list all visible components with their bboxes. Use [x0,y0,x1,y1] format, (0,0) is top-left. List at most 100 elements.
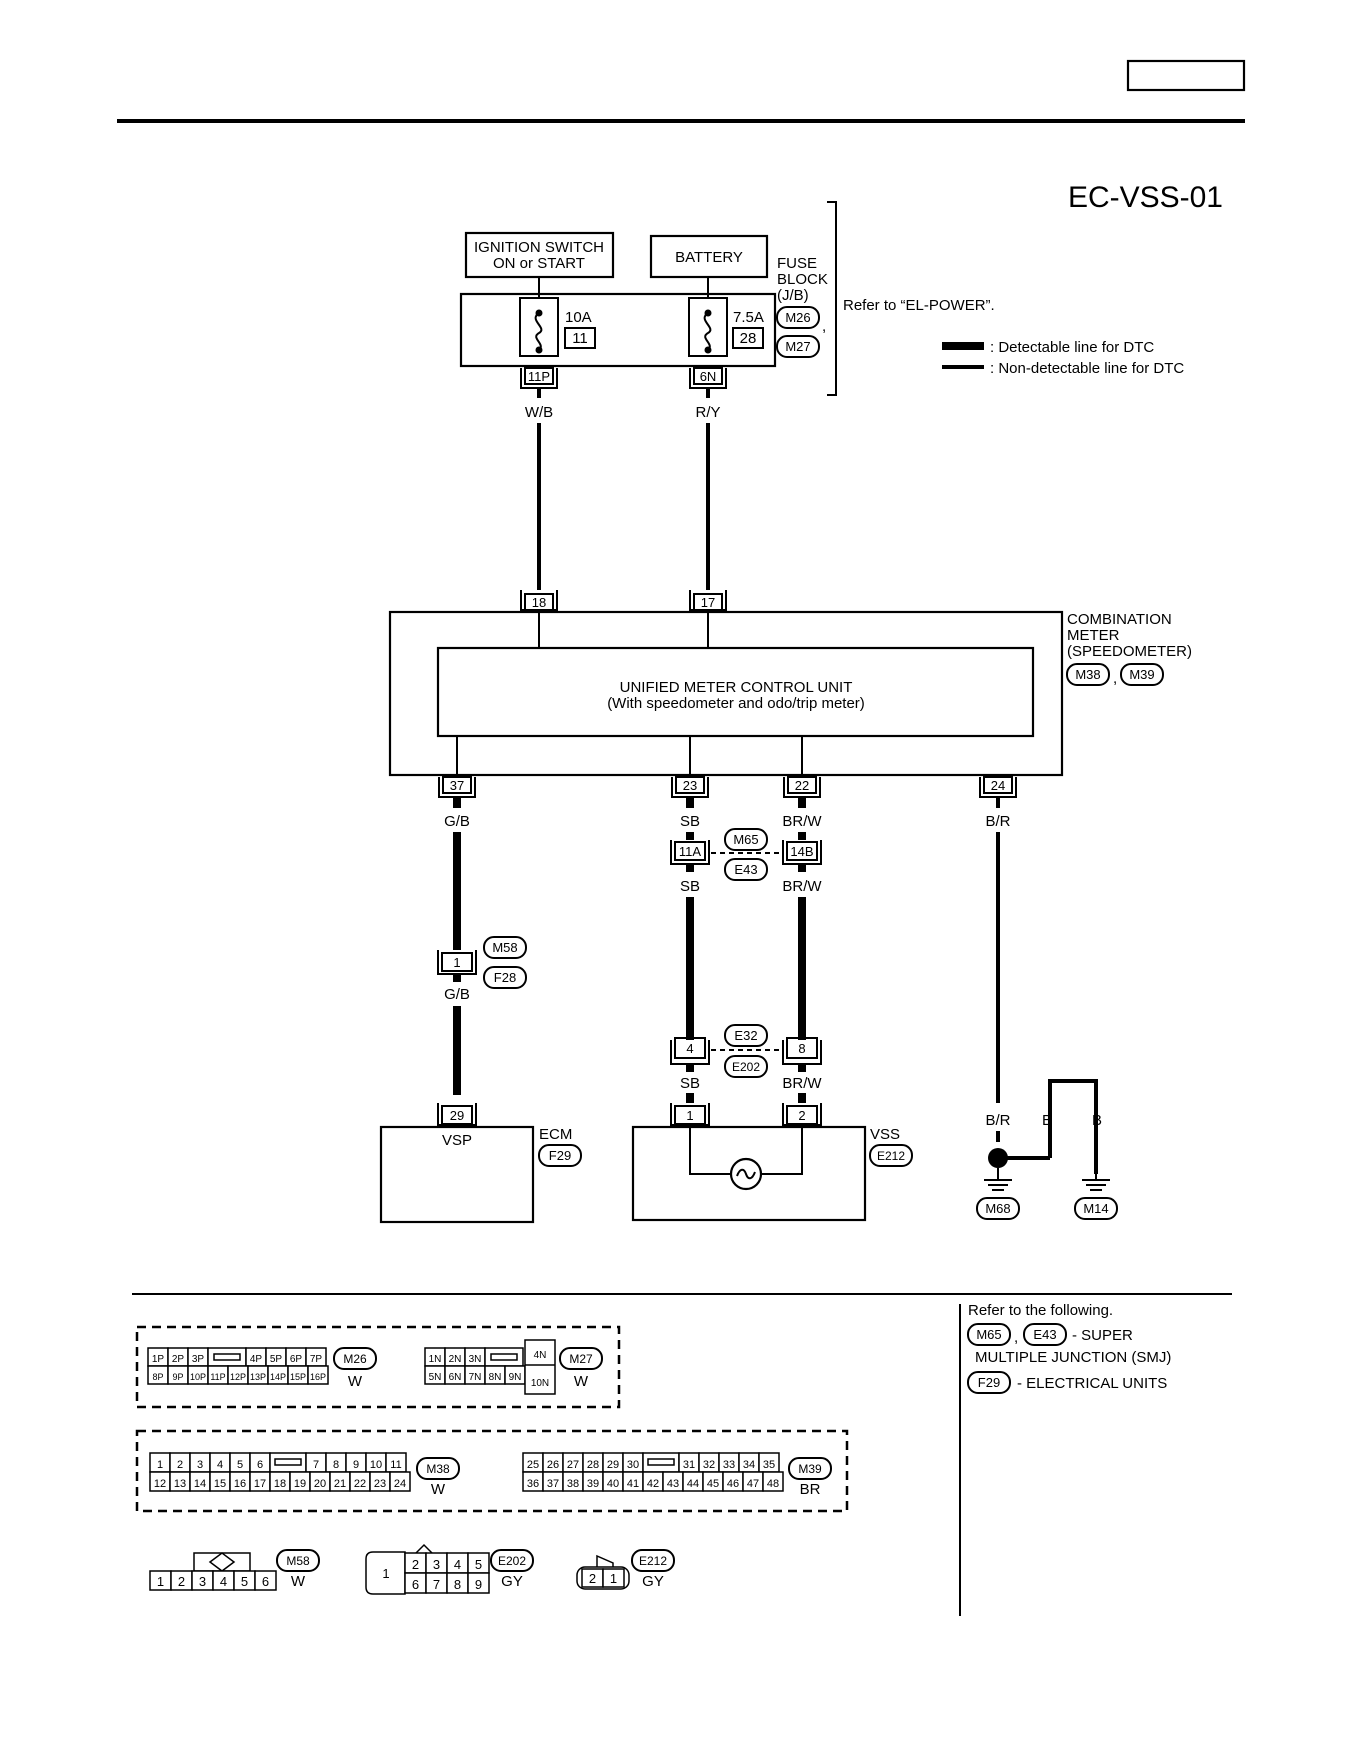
unit-line2: (With speedometer and odo/trip meter) [607,695,865,712]
pin-label: 18 [274,1478,286,1490]
fuse-block-label-2: BLOCK [777,271,828,288]
pin-label: 10 [370,1459,382,1471]
wire-br-label-2: B/R [985,1112,1010,1129]
connector-m38-color: W [431,1481,446,1498]
pin-label: 2N [449,1354,462,1365]
fuse-10a [519,297,559,357]
pin-label: 16 [234,1478,246,1490]
junction-4: 4 [686,1041,693,1056]
ecm-box [379,1125,535,1224]
pin-label: 44 [687,1478,699,1490]
pin-label: 1 [382,1566,389,1581]
refer-e43: E43 [1033,1327,1056,1342]
pin-label: 9 [475,1577,482,1592]
pin-label: 8P [152,1372,163,1382]
connector-group-meter [135,1429,849,1513]
battery-box [649,234,769,279]
pin-label: 6N [449,1372,462,1383]
fuse-10a-no: 11 [572,330,588,347]
svg-text:,: , [1113,670,1117,687]
wire-sb-label-1: SB [680,813,700,830]
pin-label: 5P [270,1354,283,1365]
connector-m26-color: W [348,1373,363,1390]
meter-label-2: METER [1067,627,1120,644]
pin-label: 1N [429,1354,442,1365]
connector-m39-color: BR [800,1481,821,1498]
terminal-11p: 11P [528,369,550,384]
wire-brw-label-1: BR/W [782,813,822,830]
connector-e202-color: GY [501,1573,523,1590]
terminal-23: 23 [683,778,697,793]
connector-e212-label: E212 [877,1149,905,1163]
pin-label: 3 [197,1459,203,1471]
pin-label: 3 [199,1574,206,1589]
ground-point-m68 [988,1148,1008,1168]
pin-label: 47 [747,1478,759,1490]
connector-m39: M39 [1129,667,1154,682]
pin-label: 12P [230,1372,246,1382]
pin-label: 27 [567,1459,579,1471]
pin-label: 39 [587,1478,599,1490]
connector-m27-color: W [574,1373,589,1390]
battery-label: BATTERY [675,249,743,266]
pin-label: 4P [250,1354,263,1365]
pin-label: 8N [489,1372,502,1383]
pin-label: 43 [667,1478,679,1490]
legend-non-detectable: : Non-detectable line for DTC [990,360,1184,377]
connector-m58-color: W [291,1573,306,1590]
meter-label-1: COMBINATION [1067,611,1172,628]
terminal-6n: 6N [700,369,717,384]
terminal-22: 22 [795,778,809,793]
refer-line1: Refer to the following. [968,1302,1113,1319]
pin-label: 5N [429,1372,442,1383]
pin-label: 32 [703,1459,715,1471]
pin-label: 38 [567,1478,579,1490]
connector-e212-name: E212 [639,1554,667,1568]
pin-label: 7 [433,1577,440,1592]
connector-e43: E43 [734,862,757,877]
pin-label: 2P [172,1354,185,1365]
legend-detectable: : Detectable line for DTC [990,339,1154,356]
pin-label: 7N [469,1372,482,1383]
pin-label: 9N [509,1372,522,1383]
connector-m26: M26 [785,310,810,325]
pin-label: 10P [190,1372,206,1382]
connector-m38: M38 [1075,667,1100,682]
pin-label: 46 [727,1478,739,1490]
pin-label: 1 [157,1574,164,1589]
pin-label: 5 [475,1557,482,1572]
pin-label: 30 [627,1459,639,1471]
pin-label: 1 [157,1459,163,1471]
connector-e202-label: E202 [732,1060,760,1074]
connector-e32: E32 [734,1028,757,1043]
pin-label: 2 [589,1571,596,1586]
refer-electrical-units: - ELECTRICAL UNITS [1017,1375,1167,1392]
connector-e202-name: E202 [498,1554,526,1568]
svg-text:,: , [822,318,826,335]
pin-label: 21 [334,1478,346,1490]
connector-f29: F29 [549,1148,571,1163]
legend-non-detectable-swatch [942,365,984,369]
junction-1-m58: 1 [453,955,460,970]
pin-label: 42 [647,1478,659,1490]
pin-label: 34 [743,1459,755,1471]
connector-f28: F28 [494,970,516,985]
wire-br-label-1: B/R [985,813,1010,830]
pin-label: 41 [627,1478,639,1490]
meter-label-3: (SPEEDOMETER) [1067,643,1192,660]
terminal-37: 37 [450,778,464,793]
svg-text:,: , [1014,1329,1018,1346]
fuse-block-label-3: (J/B) [777,287,809,304]
fuse-block-label-1: FUSE [777,255,817,272]
fuse-7-5a-amp: 7.5A [733,309,764,326]
connector-m27: M27 [785,339,810,354]
fuse-block-box [459,292,777,368]
pin-label: 13P [250,1372,266,1382]
pin-label: 3N [469,1354,482,1365]
vss-terminal-1: 1 [686,1108,693,1123]
